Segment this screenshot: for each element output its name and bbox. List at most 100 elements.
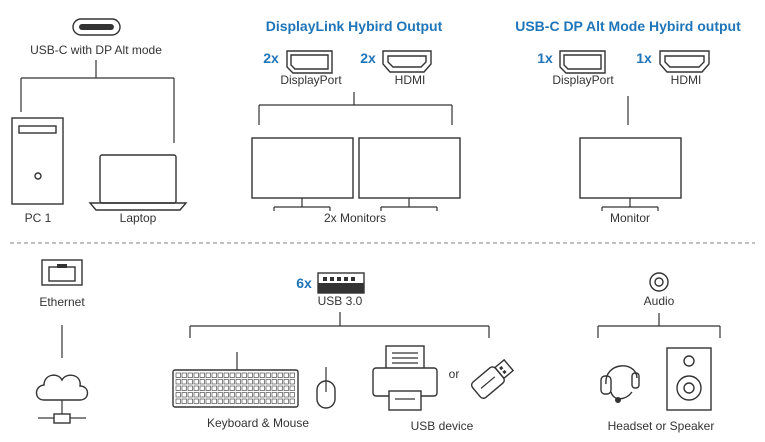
- keyboard-key: [283, 379, 289, 385]
- keyboard-key: [283, 398, 289, 404]
- keyboard-key: [217, 392, 223, 398]
- keyboard-key: [199, 379, 205, 385]
- usb-stick-icon: [470, 358, 515, 399]
- keyboard-key: [259, 392, 265, 398]
- keyboard-key: [211, 379, 217, 385]
- keyboard-key: [199, 398, 205, 404]
- keyboard-key: [199, 372, 205, 378]
- keyboard-key: [187, 398, 193, 404]
- mouse-icon: [316, 367, 336, 409]
- keyboard-key: [289, 385, 295, 391]
- cloud-network-icon: [35, 374, 89, 424]
- laptop-label: Laptop: [120, 211, 157, 225]
- keyboard-key: [277, 392, 283, 398]
- keyboard-key: [289, 398, 295, 404]
- displaylink-hdmi-label: HDMI: [395, 73, 426, 87]
- displaylink-dp-count: 2x: [263, 50, 279, 66]
- keyboard-key: [265, 385, 271, 391]
- keyboard-key: [199, 385, 205, 391]
- keyboard-key: [223, 398, 229, 404]
- usb-device-label: USB device: [411, 419, 474, 433]
- audio-connector-lines: [597, 313, 721, 338]
- keyboard-key: [247, 398, 253, 404]
- keyboard-key: [253, 398, 259, 404]
- keyboard-key: [253, 372, 259, 378]
- keyboard-key: [193, 385, 199, 391]
- keyboard-key: [241, 372, 247, 378]
- keyboard-key: [199, 392, 205, 398]
- altmode-hdmi-label: HDMI: [671, 73, 702, 87]
- keyboard-key: [253, 392, 259, 398]
- hdmi-icon: [382, 50, 432, 73]
- displaylink-title: DisplayLink Hybird Output: [266, 18, 443, 34]
- keyboard-key: [205, 392, 211, 398]
- keyboard-key: [229, 385, 235, 391]
- keyboard-key: [229, 379, 235, 385]
- keyboard-key: [241, 392, 247, 398]
- keyboard-key: [253, 385, 259, 391]
- keyboard-key: [193, 398, 199, 404]
- keyboard-key: [193, 379, 199, 385]
- keyboard-key: [271, 379, 277, 385]
- monitor-icon: [358, 137, 461, 211]
- keyboard-key: [271, 392, 277, 398]
- altmode-hdmi-count: 1x: [636, 50, 652, 66]
- pc-label: PC 1: [25, 211, 52, 225]
- keyboard-key: [265, 398, 271, 404]
- keyboard-key: [289, 392, 295, 398]
- keyboard-key: [229, 372, 235, 378]
- keyboard-key: [211, 398, 217, 404]
- keyboard-icon: [172, 352, 299, 408]
- keyboard-key: [253, 379, 259, 385]
- keyboard-key: [277, 379, 283, 385]
- keyboard-key: [277, 372, 283, 378]
- keyboard-key: [205, 385, 211, 391]
- keyboard-key: [181, 385, 187, 391]
- usb-count: 6x: [296, 275, 312, 291]
- keyboard-mouse-label: Keyboard & Mouse: [207, 416, 309, 430]
- keyboard-key: [205, 398, 211, 404]
- keyboard-key: [187, 379, 193, 385]
- keyboard-key: [259, 398, 265, 404]
- keyboard-key: [181, 398, 187, 404]
- ethernet-label: Ethernet: [39, 295, 85, 309]
- altmode-title: USB-C DP Alt Mode Hybird output: [515, 18, 741, 34]
- keyboard-key: [289, 379, 295, 385]
- keyboard-key: [247, 372, 253, 378]
- speaker-icon: [666, 347, 712, 411]
- keyboard-key: [265, 379, 271, 385]
- keyboard-key: [289, 372, 295, 378]
- keyboard-key: [223, 372, 229, 378]
- keyboard-key: [247, 379, 253, 385]
- keyboard-key: [175, 385, 181, 391]
- keyboard-key: [175, 398, 181, 404]
- usb-c-port-icon: [72, 18, 121, 36]
- displayport-icon: [286, 50, 333, 74]
- pc-tower-icon: [11, 117, 64, 205]
- usb-a-port-icon: [317, 272, 365, 294]
- or-label: or: [449, 367, 460, 381]
- ethernet-port-icon: [41, 259, 83, 286]
- usb-connector-lines: [189, 312, 490, 338]
- headset-speaker-label: Headset or Speaker: [608, 419, 715, 433]
- displaylink-hdmi-count: 2x: [360, 50, 376, 66]
- keyboard-key: [223, 385, 229, 391]
- keyboard-key: [223, 379, 229, 385]
- keyboard-key: [211, 372, 217, 378]
- keyboard-key: [217, 372, 223, 378]
- keyboard-key: [259, 379, 265, 385]
- keyboard-key: [181, 372, 187, 378]
- keyboard-key: [283, 392, 289, 398]
- keyboard-key: [247, 392, 253, 398]
- keyboard-key: [187, 372, 193, 378]
- keyboard-key: [259, 385, 265, 391]
- displayport-icon: [559, 50, 606, 74]
- keyboard-key: [229, 398, 235, 404]
- laptop-icon: [88, 154, 188, 211]
- keyboard-key: [205, 379, 211, 385]
- headset-icon: [600, 365, 640, 403]
- displaylink-monitors-label: 2x Monitors: [324, 211, 386, 225]
- keyboard-key: [187, 392, 193, 398]
